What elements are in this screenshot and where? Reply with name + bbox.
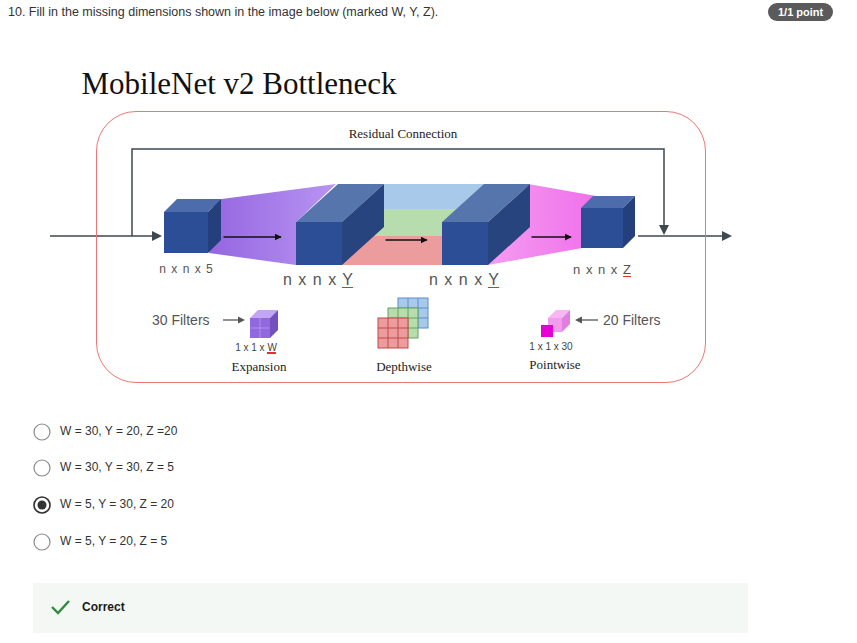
cube-side: [342, 184, 384, 265]
expanded-tensor: n x n x Y: [283, 184, 383, 289]
leader-arrow: [223, 319, 240, 320]
cube-front: [296, 222, 342, 265]
feedback-text: Correct: [82, 600, 125, 614]
diagram-title: MobileNet v2 Bottleneck: [82, 65, 397, 102]
kernel-lines: [378, 318, 408, 348]
flow-arrow: [532, 236, 572, 237]
radio-button-selected: [34, 497, 50, 513]
leader-arrowhead: [575, 317, 582, 324]
input-tensor: n x n x 5: [159, 199, 221, 276]
tensor-shape: n x n x Y: [283, 270, 354, 289]
filter-side: [270, 310, 278, 338]
red-kernel: [378, 318, 408, 348]
leader-arrowhead: [238, 317, 245, 324]
cube-front: [164, 212, 208, 253]
answer-option: W = 5, Y = 30, Z = 20: [60, 497, 174, 511]
blank-marker: [342, 287, 353, 289]
flow-arrow: [223, 236, 281, 237]
expansion-filter-icon: [250, 310, 278, 338]
bottleneck-panel: MobileNet v2 Bottleneckn x n x 5n x n x …: [96, 111, 706, 383]
filter-count: 30 Filters: [152, 312, 210, 329]
blank-marker: [267, 352, 275, 354]
radio-button: [34, 460, 50, 476]
pointwise-filter-icon: [541, 310, 570, 337]
depthwise-filter-icon: [378, 298, 428, 348]
filter-dimension: 1 x 1 x W: [235, 342, 277, 354]
score-badge: 1/1 point: [768, 3, 833, 21]
output-line: [638, 235, 726, 237]
radio-dot: [38, 501, 47, 510]
radio-button: [34, 534, 50, 550]
blank-marker: [623, 276, 631, 278]
tensor-cube: [164, 199, 221, 253]
check-mark: [52, 601, 69, 613]
radio-button: [34, 424, 50, 440]
filter-grid: [250, 328, 270, 329]
answer-option: W = 30, Y = 20, Z =20: [60, 424, 177, 438]
filter-count: 20 Filters: [603, 312, 661, 329]
tensor-shape: n x n x Y: [429, 270, 500, 289]
filter-dimension: 1 x 1 x 30: [529, 341, 572, 353]
stage-name: Pointwise: [529, 357, 580, 373]
kernel-grid: [378, 318, 408, 348]
flow-arrow: [386, 239, 428, 240]
answer-option: W = 30, Y = 30, Z = 5: [60, 460, 174, 474]
filter-side: [562, 310, 570, 332]
blank-marker: [488, 287, 499, 289]
stage-name: Expansion: [232, 359, 287, 375]
cube-front: [581, 208, 623, 248]
output-arrowhead: [722, 231, 732, 241]
output-tensor: n x n x Z: [573, 196, 635, 278]
input-line: [50, 235, 156, 237]
cube-front: [442, 222, 488, 265]
tensor-shape: n x n x Z: [573, 262, 632, 278]
cube-side: [208, 199, 221, 253]
question-text: 10. Fill in the missing dimensions shown…: [8, 5, 438, 20]
tensor-cube: [581, 196, 635, 248]
tensor-shape: n x n x 5: [159, 262, 213, 276]
stage-name: Depthwise: [376, 359, 432, 375]
cube-side: [488, 184, 530, 265]
residual-arrowhead: [659, 225, 669, 235]
tensor-cube: [296, 184, 384, 265]
input-arrowhead: [152, 231, 162, 241]
filter-front: [250, 318, 270, 338]
feedback-panel: [33, 583, 748, 633]
filter-front: [541, 325, 553, 337]
tensor-cube: [442, 184, 530, 265]
cube-side: [623, 196, 635, 248]
answer-option: W = 5, Y = 20, Z = 5: [60, 534, 167, 548]
residual-label: Residual Connection: [349, 126, 458, 142]
leader-arrow: [580, 319, 598, 320]
depthwise-tensor: n x n x Y: [429, 184, 529, 289]
